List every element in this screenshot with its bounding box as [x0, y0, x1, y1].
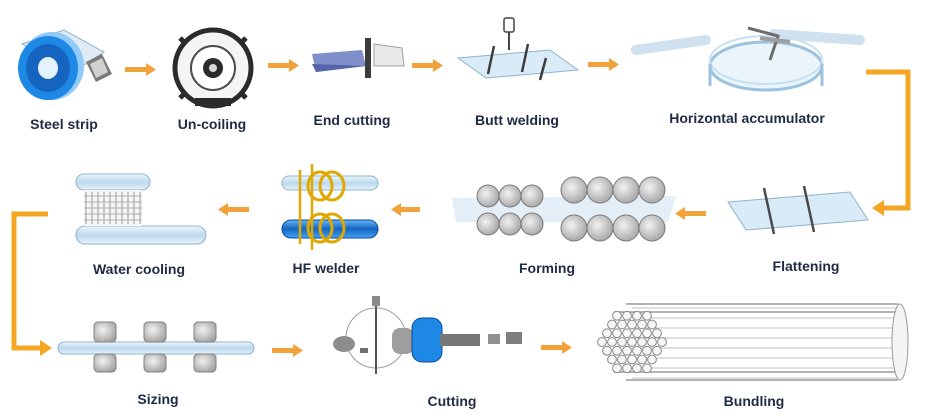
step-label-horizontal-accumulator: Horizontal accumulator	[669, 110, 825, 126]
pipe-end	[602, 328, 612, 339]
accumulator-icon	[631, 26, 865, 92]
step-label-sizing: Sizing	[137, 391, 179, 407]
arrow-left-icon	[675, 207, 706, 220]
pipe-end	[612, 363, 622, 374]
pipe-end	[597, 337, 607, 347]
pipe-end	[657, 337, 667, 347]
forming-rollers-icon	[452, 176, 676, 242]
pipe-end	[607, 319, 617, 330]
steel-coil-icon	[18, 29, 112, 100]
shear-icon	[312, 38, 405, 78]
step-label-bundling: Bundling	[723, 393, 785, 409]
pipe-end	[607, 337, 617, 347]
flow-arrows	[125, 58, 706, 357]
pipe-end	[617, 319, 627, 330]
butt-welder-icon	[456, 17, 580, 81]
arrow-right-icon	[268, 59, 299, 72]
pipe-end	[637, 319, 647, 330]
pipe-end	[642, 363, 652, 374]
arrow-right-icon	[125, 63, 156, 76]
pipe-end	[637, 354, 647, 365]
cooling-spray-icon	[75, 173, 207, 245]
pipe-end	[627, 337, 637, 347]
step-label-cutting: Cutting	[427, 393, 477, 409]
pipe-end	[647, 354, 657, 365]
forming-roller	[476, 176, 666, 242]
sizing-rollers-icon	[57, 321, 255, 373]
induction-coil-icon	[281, 164, 379, 250]
step-label-flattening: Flattening	[772, 258, 840, 274]
pipe-end	[612, 345, 622, 356]
arrow-right-icon	[272, 344, 303, 357]
pipe-end	[632, 310, 642, 321]
pipe-end	[637, 337, 647, 347]
arrow-left-icon	[391, 203, 420, 216]
connector-right	[866, 69, 911, 216]
pipe-end	[652, 345, 662, 356]
pipe-end	[652, 328, 662, 339]
arrow-right-icon	[588, 58, 619, 71]
pipe-end	[617, 354, 627, 365]
pipe-end	[627, 354, 637, 365]
step-label-butt-welding: Butt welding	[475, 112, 559, 128]
pipe-end	[627, 319, 637, 330]
pipe-end	[632, 363, 642, 374]
pipe-end	[642, 310, 652, 321]
flattener-icon	[727, 185, 869, 235]
pipe-end	[632, 345, 642, 356]
uncoiler-icon	[172, 27, 254, 109]
pipe-end	[647, 337, 657, 347]
pipe-end	[642, 328, 652, 339]
pipe-end	[622, 363, 632, 374]
pipe-end	[632, 328, 642, 339]
pipe-end	[622, 345, 632, 356]
step-label-end-cutting: End cutting	[313, 112, 391, 128]
pipe-end	[607, 354, 617, 365]
connector-left	[11, 211, 52, 356]
step-label-hf-welder: HF welder	[292, 260, 360, 276]
pipe-end	[602, 345, 612, 356]
arrow-right-icon	[541, 341, 572, 354]
flying-saw-icon	[333, 296, 522, 374]
step-label-un-coiling: Un-coiling	[177, 116, 247, 132]
pipe-end	[647, 319, 657, 330]
step-label-steel-strip: Steel strip	[30, 116, 98, 132]
step-label-forming: Forming	[519, 260, 575, 276]
pipe-end	[612, 310, 622, 321]
pipe-end	[612, 328, 622, 339]
pipe-end	[622, 310, 632, 321]
step-label-water-cooling: Water cooling	[92, 261, 186, 277]
pipe-bundle-icon	[597, 303, 909, 381]
pipe-end	[642, 345, 652, 356]
pipe-end	[622, 328, 632, 339]
arrow-left-icon	[218, 203, 249, 216]
pipe-end	[617, 337, 627, 347]
arrow-right-icon	[412, 59, 443, 72]
